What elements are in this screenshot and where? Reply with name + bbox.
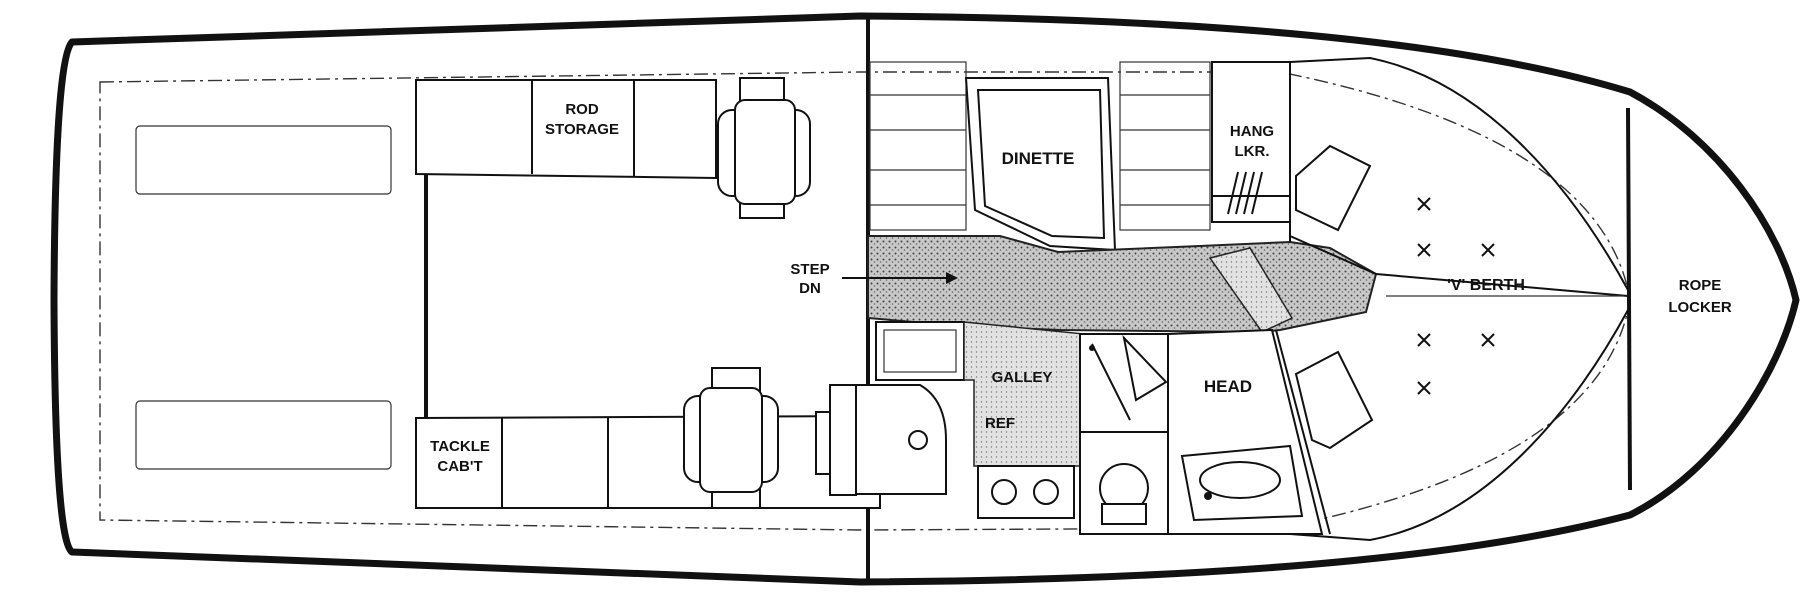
rope-label-2: LOCKER: [1668, 299, 1732, 316]
fighting-chair-top: [717, 77, 811, 219]
stair-step: [1208, 247, 1294, 333]
hang-label-1: HANG: [1230, 123, 1274, 140]
dinette-table: [964, 77, 1117, 252]
v-berth-edge-bottom: [1275, 329, 1331, 535]
ref-label: REF: [985, 415, 1015, 432]
hanging-locker: [1211, 61, 1291, 223]
v-berth-outline: [1289, 56, 1629, 542]
cockpit-bench-bottom: [135, 400, 392, 470]
hanger-icons: [1227, 171, 1263, 215]
step-label-2: DN: [799, 280, 821, 297]
galley-sink-counter: [875, 321, 965, 381]
cushion-buttons: [1417, 197, 1495, 395]
dinette-seating: [869, 61, 1211, 231]
tackle-label-2: CAB'T: [437, 458, 482, 475]
tackle-label-1: TACKLE: [430, 438, 490, 455]
rod-storage-counter: [415, 79, 717, 180]
cabin-floor-walkway: [867, 235, 1378, 334]
galley-counter: [963, 321, 1085, 467]
galley-label: GALLEY: [992, 369, 1053, 386]
cockpit-bench-top: [135, 125, 392, 195]
pillow-top: [1295, 144, 1372, 232]
head-label: HEAD: [1204, 377, 1252, 396]
pillow-bottom: [1294, 350, 1374, 450]
fighting-chair-bottom: [683, 367, 779, 509]
rope-label-1: ROPE: [1679, 277, 1722, 294]
rod-storage-label-2: STORAGE: [545, 121, 619, 138]
toilet-icon: [1099, 463, 1149, 525]
helm-station: [815, 384, 947, 496]
tackle-counter: [415, 414, 881, 509]
v-berth-label: 'V' BERTH: [1447, 277, 1525, 294]
dinette-label: DINETTE: [1002, 149, 1075, 168]
head-sink: [1180, 444, 1304, 522]
hang-label-2: LKR.: [1235, 143, 1270, 160]
rope-locker-bulkhead: [1626, 107, 1632, 491]
step-label-1: STEP: [790, 261, 829, 278]
step-down-arrow-icon: [842, 272, 958, 284]
rod-storage-label-1: ROD: [565, 101, 599, 118]
